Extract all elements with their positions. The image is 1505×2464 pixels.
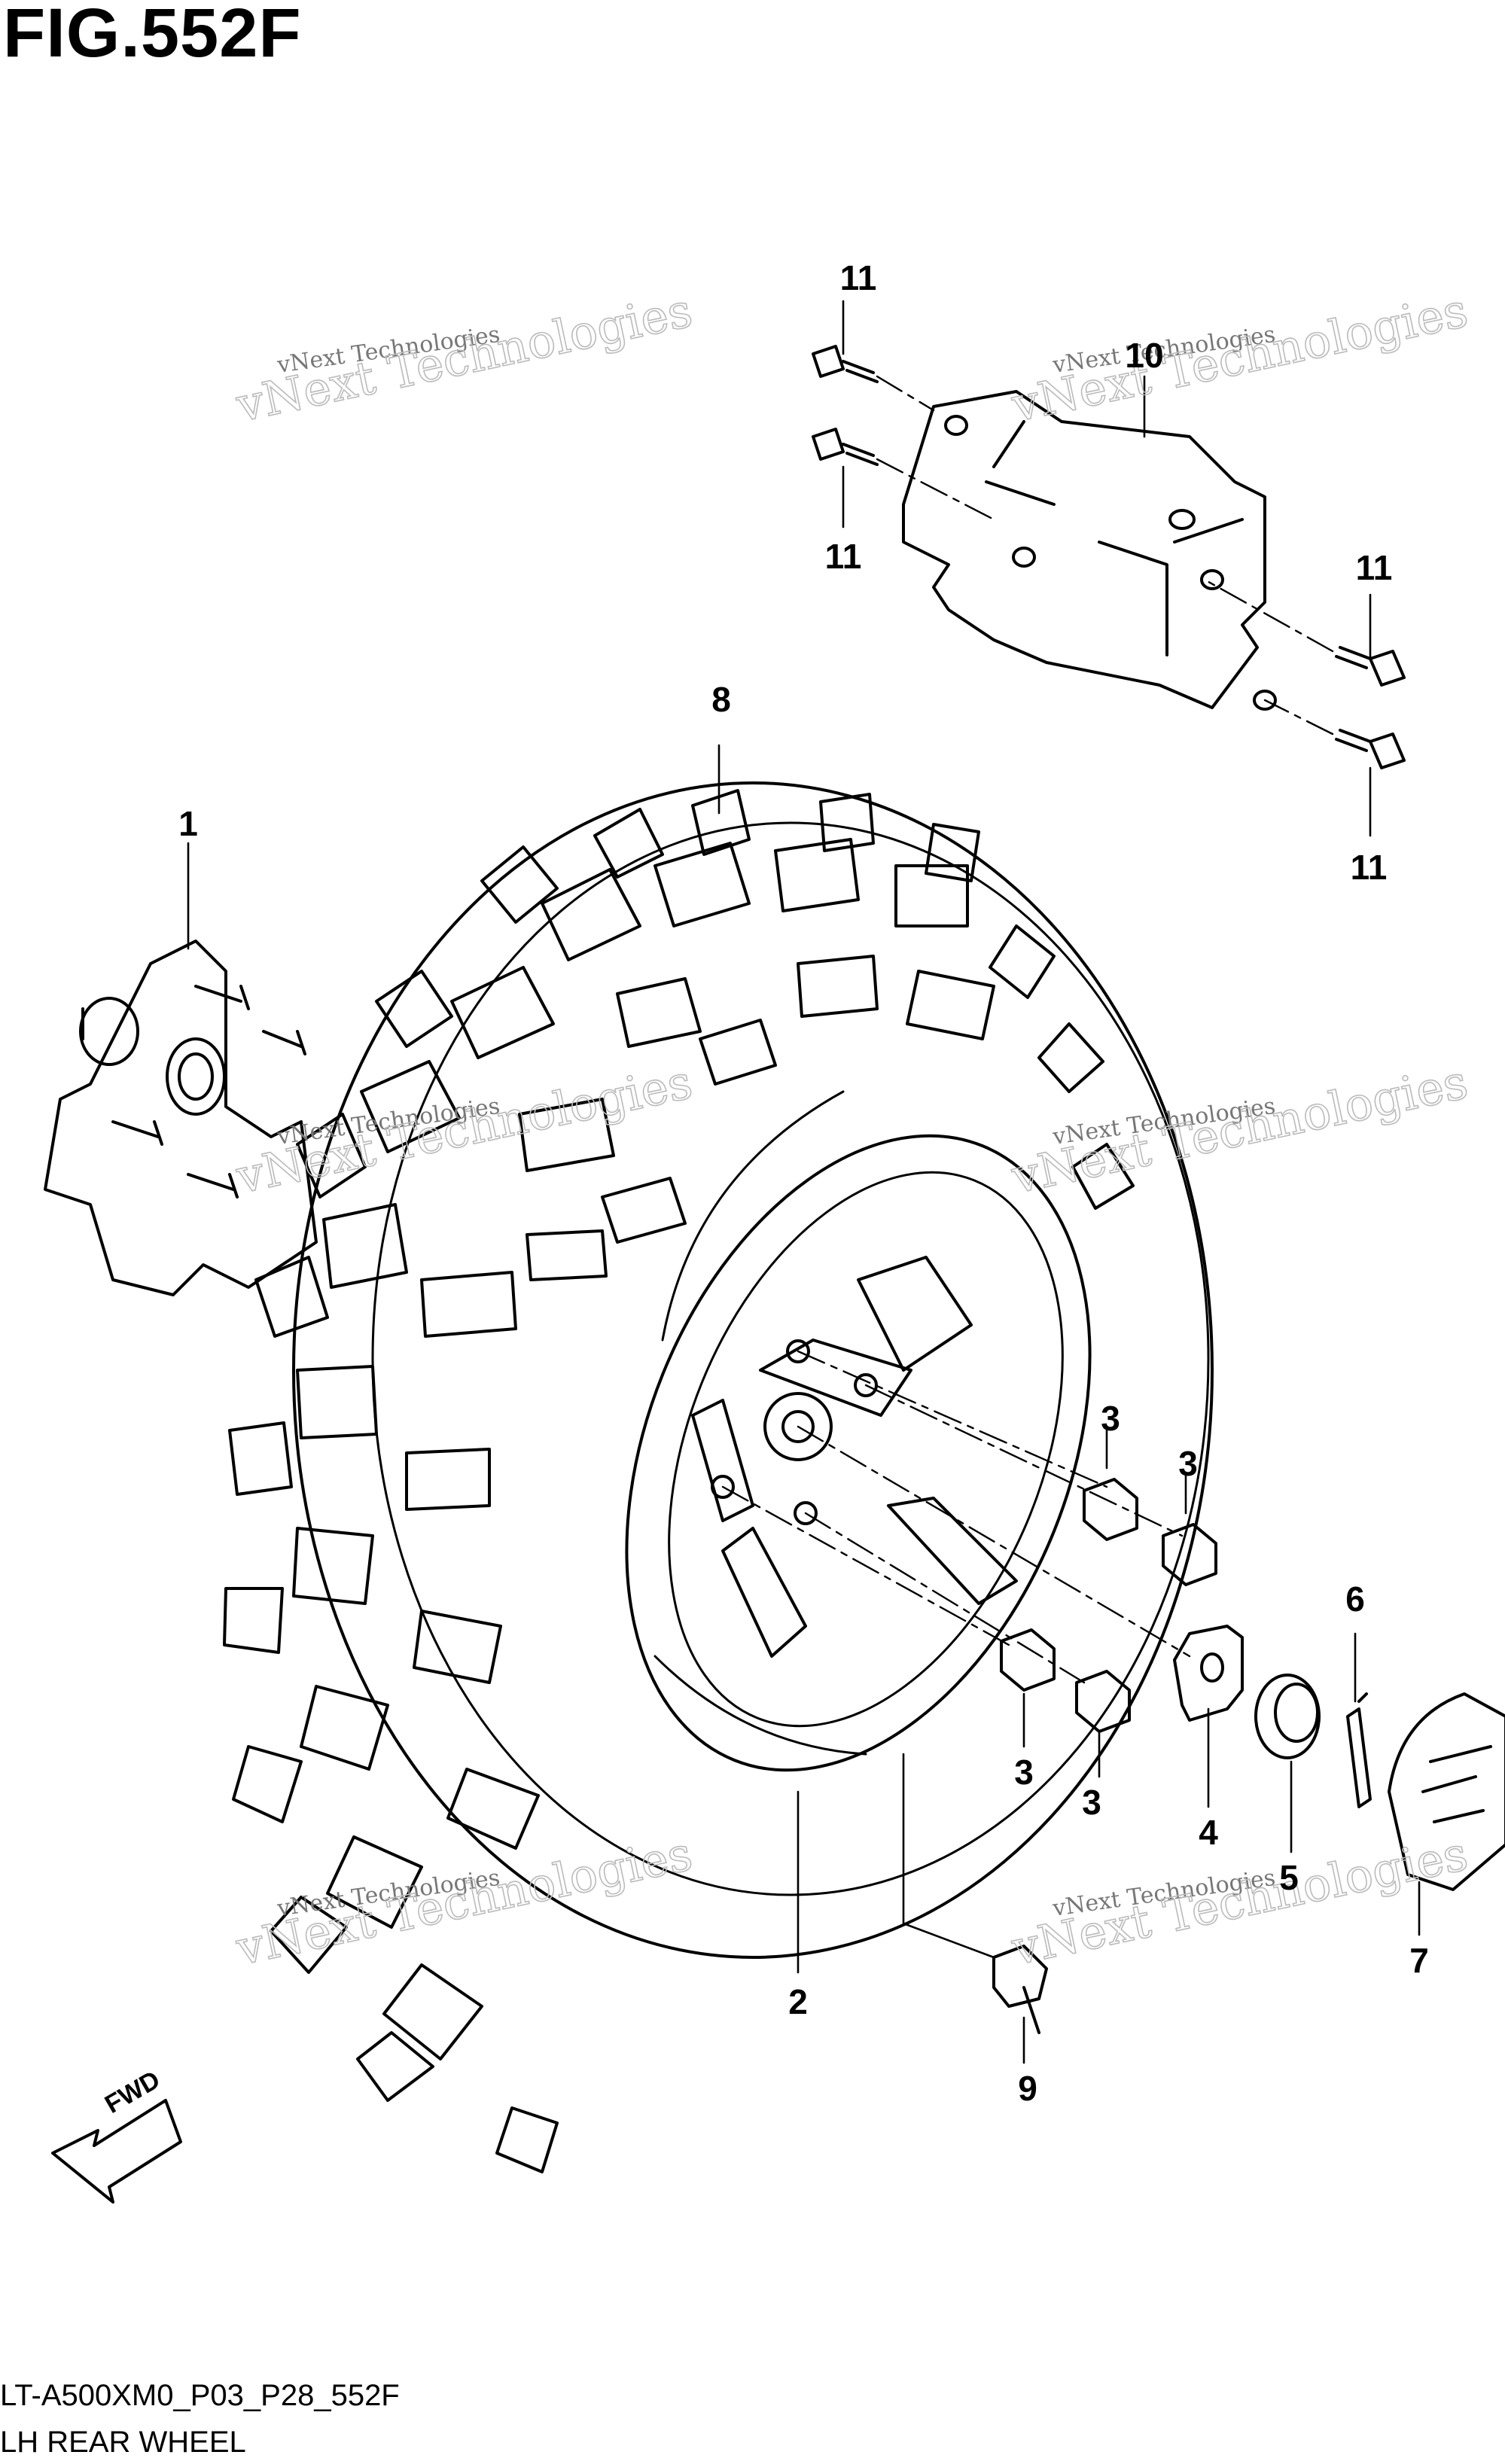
callout-part-1: 1	[178, 804, 198, 843]
wheel-hub-drawing	[44, 940, 318, 1296]
callout-part-6: 6	[1345, 1579, 1365, 1619]
callout-part-5: 5	[1279, 1858, 1299, 1897]
callout-part-8: 8	[711, 680, 731, 719]
fwd-label: FWD	[100, 2065, 165, 2119]
figure-name: LH REAR WHEEL	[0, 2426, 246, 2459]
callout-part-10: 10	[1125, 336, 1163, 375]
bracket-drawing	[902, 390, 1277, 711]
callout-part-3: 3	[1101, 1399, 1120, 1438]
callout-part-3: 3	[1014, 1753, 1034, 1792]
callout-part-11: 11	[840, 258, 877, 297]
callout-part-3: 3	[1178, 1444, 1198, 1483]
callout-part-7: 7	[1409, 1941, 1429, 1980]
tire-drawing	[223, 781, 1214, 2173]
callout-part-11: 11	[825, 537, 862, 576]
callout-part-9: 9	[1018, 2069, 1037, 2108]
callout-part-4: 4	[1199, 1813, 1218, 1852]
callout-part-11: 11	[1351, 848, 1388, 887]
callout-part-2: 2	[788, 1982, 808, 2021]
figure-code: LT-A500XM0_P03_P28_552F	[0, 2379, 400, 2412]
assembly-lines	[721, 375, 1334, 1684]
callout-part-3: 3	[1082, 1783, 1101, 1822]
callout-leaders	[187, 300, 1421, 2064]
callout-part-11: 11	[1356, 548, 1393, 587]
fwd-arrow-icon	[51, 2099, 182, 2204]
nuts-3-drawing	[1000, 1478, 1217, 1733]
small-parts-drawing	[992, 1625, 1505, 2034]
wheel-rim-drawing	[625, 1090, 1092, 1772]
figure-title: FIG.552F	[3, 0, 302, 72]
bolts-11-drawing	[812, 345, 1406, 769]
